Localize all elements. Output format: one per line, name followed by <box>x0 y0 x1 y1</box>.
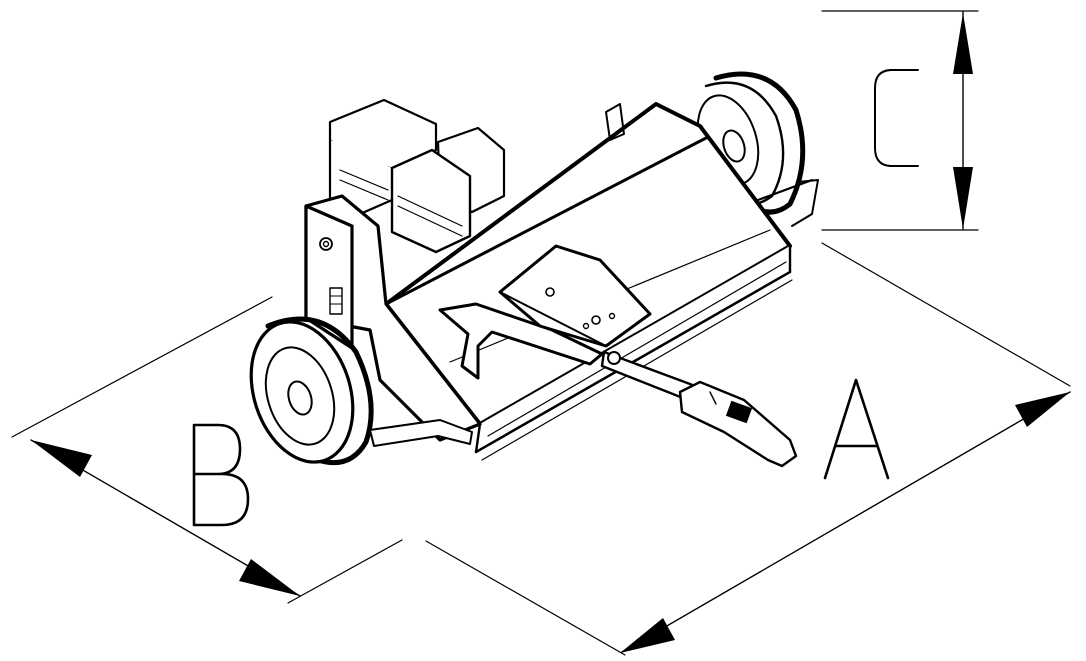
dimension-b-extension-bottom <box>287 539 403 604</box>
dimension-b-extension-top <box>11 296 273 438</box>
dimension-b-letter-shape <box>192 423 250 527</box>
dimension-c-arrow-bottom <box>953 167 973 229</box>
dimension-c-arrow-top <box>953 13 973 74</box>
left-wheel <box>249 316 473 466</box>
dimension-a <box>425 242 1071 656</box>
dimension-a-extension-left <box>425 540 626 656</box>
dimension-b-arrow-bottom <box>239 559 300 596</box>
dimension-c <box>821 10 979 231</box>
tow-bracket <box>438 244 652 380</box>
dimension-a-arrow-right <box>1015 392 1070 427</box>
dimension-a-arrow-left <box>620 618 675 653</box>
drawbar-hitch <box>600 350 798 468</box>
dimension-a-extension-right <box>821 242 1071 387</box>
dimension-b-arrow-top <box>31 440 92 477</box>
dimension-b <box>11 296 403 604</box>
dimension-a-letter-shape <box>823 378 890 480</box>
dimension-a-line <box>621 391 1071 653</box>
flail-mower-illustration <box>249 71 819 468</box>
dimension-c-letter-shape <box>874 69 919 167</box>
engine <box>328 98 506 254</box>
